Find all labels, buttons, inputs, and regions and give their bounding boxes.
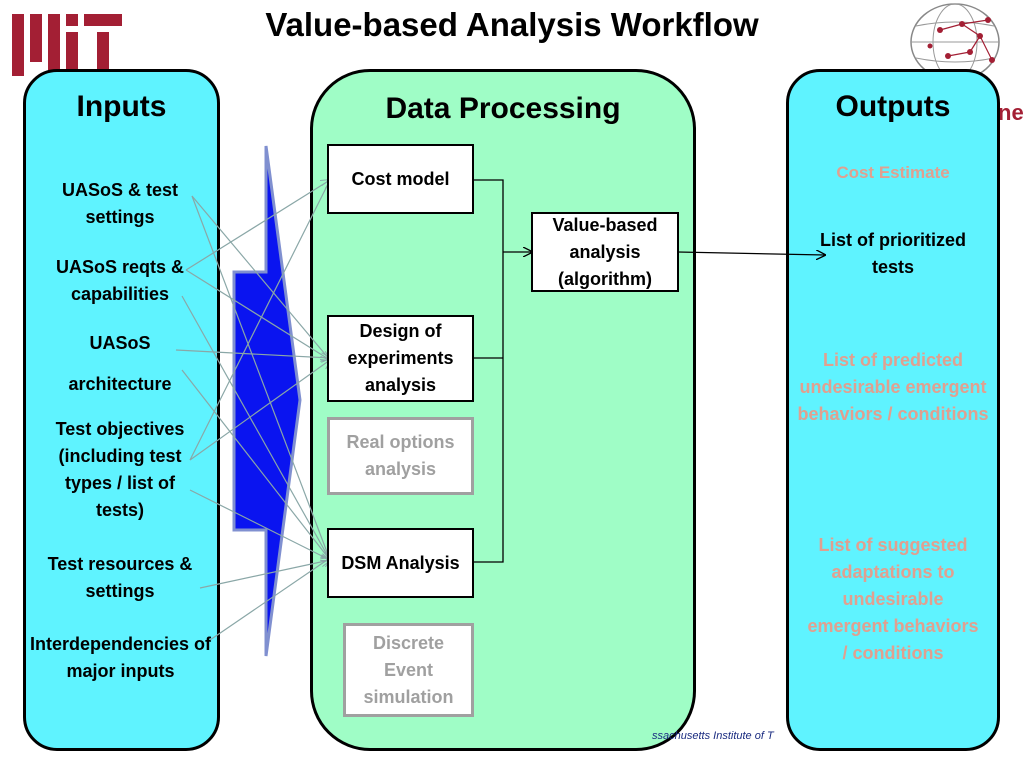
doe-box: Design of experiments analysis (327, 315, 474, 402)
output-predicted-behaviors: List of predicted undesirable emergent b… (797, 350, 989, 424)
output-prioritized-tests: List of prioritized tests (820, 230, 966, 277)
output-cost-estimate: Cost Estimate (836, 163, 950, 182)
footer-text: ssachusetts Institute of T (652, 730, 774, 742)
des-box: Discrete Event simulation (343, 623, 474, 717)
cost-model-box: Cost model (327, 144, 474, 214)
value-based-box: Value-based analysis (algorithm) (531, 212, 679, 292)
page-title: Value-based Analysis Workflow (265, 6, 759, 43)
input-item-uasos-reqts: UASoS reqts & capabilities (55, 257, 185, 304)
input-item-uasos-test-settings: UASoS & test settings (61, 180, 178, 227)
dsm-box: DSM Analysis (327, 528, 474, 598)
input-item-architecture: architecture (68, 374, 172, 394)
big-blue-arrow (232, 145, 302, 657)
outputs-panel: Outputs (786, 69, 1000, 751)
processing-heading: Data Processing (385, 92, 621, 125)
input-item-uasos: UASoS (89, 333, 151, 353)
input-item-test-resources: Test resources & settings (47, 554, 193, 601)
real-options-box: Real options analysis (327, 417, 474, 495)
logo-text-fragment: ne (998, 100, 1024, 125)
output-suggested-adaptations: List of suggested adaptations to undesir… (807, 535, 979, 663)
input-item-test-objectives: Test objectives (including test types / … (55, 419, 185, 520)
inputs-heading: Inputs (76, 90, 167, 123)
outputs-heading: Outputs (835, 90, 951, 123)
inputs-panel: Inputs (23, 69, 220, 751)
input-item-interdependencies: Interdependencies of major inputs (29, 634, 212, 681)
